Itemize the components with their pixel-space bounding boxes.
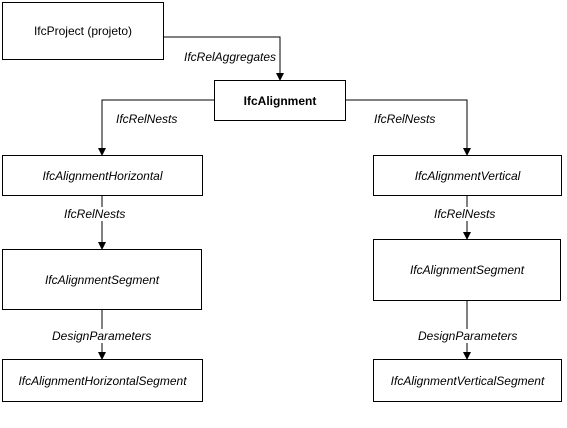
node-label: IfcAlignmentSegment — [44, 272, 160, 287]
edge-aggregates — [164, 36, 284, 81]
edge-label-nests-right: IfcRelNests — [374, 112, 436, 126]
edge-label-nests-left: IfcRelNests — [116, 112, 178, 126]
edge-label-nests-v-seg: IfcRelNests — [434, 207, 496, 221]
node-ifcalignmentsegment-v: IfcAlignmentSegment — [373, 239, 561, 301]
node-label: IfcAlignmentHorizontalSegment — [18, 373, 187, 388]
node-ifcalignmentvertical: IfcAlignmentVertical — [373, 155, 562, 196]
edge-label-nests-h-seg: IfcRelNests — [64, 207, 126, 221]
node-ifcalignment: IfcAlignment — [214, 80, 346, 121]
edge-nests-right — [346, 99, 471, 156]
node-ifcalignmentsegment-h: IfcAlignmentSegment — [2, 249, 202, 310]
node-ifcalignmenthorizontal: IfcAlignmentHorizontal — [2, 155, 203, 196]
node-label: IfcAlignmentVerticalSegment — [390, 373, 545, 388]
node-ifcalignmentverticalsegment: IfcAlignmentVerticalSegment — [373, 359, 562, 402]
node-label: IfcAlignmentHorizontal — [42, 168, 163, 183]
edge-label-design-params-right: DesignParameters — [418, 329, 518, 343]
node-ifcproject: IfcProject (projeto) — [2, 2, 164, 60]
node-label: IfcAlignmentVertical — [414, 168, 521, 183]
node-ifcalignmenthorizontalsegment: IfcAlignmentHorizontalSegment — [2, 359, 203, 402]
node-label: IfcAlignment — [243, 93, 317, 108]
edge-label-design-params-left: DesignParameters — [52, 329, 152, 343]
edge-label-aggregates: IfcRelAggregates — [184, 50, 277, 64]
node-label: IfcAlignmentSegment — [409, 263, 525, 277]
node-label: IfcProject (projeto) — [33, 24, 133, 38]
edge-nests-left — [98, 99, 214, 156]
